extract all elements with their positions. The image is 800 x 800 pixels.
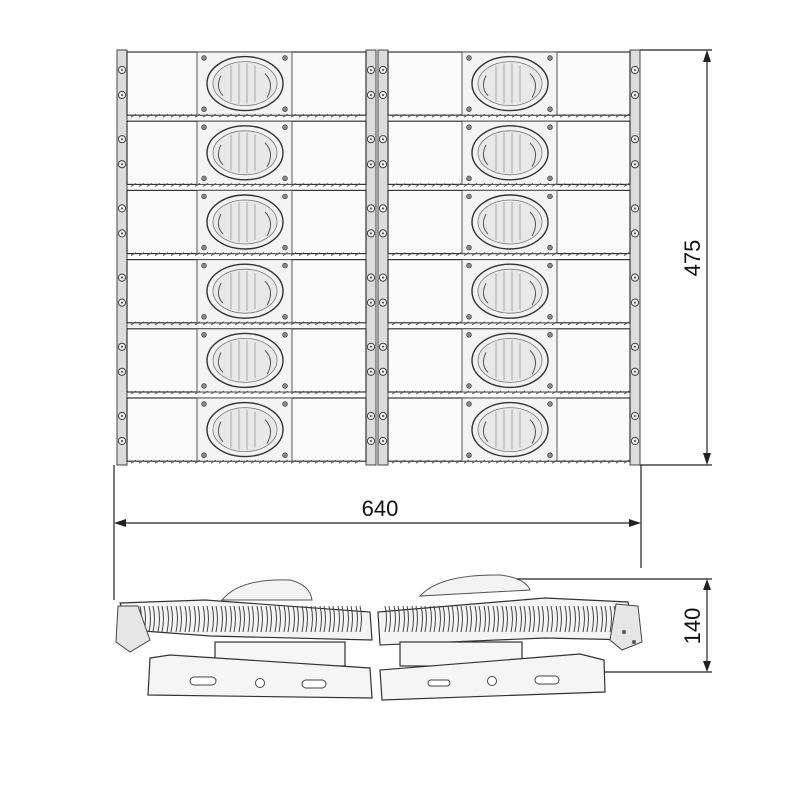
screw-icon [630, 342, 640, 351]
led-module [126, 51, 367, 118]
width-dimension: 640 [113, 465, 642, 600]
led-module [126, 259, 367, 326]
led-module [387, 397, 631, 464]
height-dimension: 475 [640, 49, 712, 466]
screw-icon [366, 436, 376, 446]
screw-icon [630, 273, 640, 282]
screw-icon [378, 65, 388, 75]
led-lens-icon [471, 125, 549, 181]
front-view [116, 49, 641, 466]
led-lens-icon [471, 194, 549, 250]
screw-icon [366, 229, 376, 238]
screw-icon [366, 411, 376, 421]
screw-icon [630, 367, 640, 376]
screw-icon [630, 90, 640, 100]
screw-icon [117, 90, 127, 100]
screw-icon [378, 367, 388, 376]
led-module [126, 397, 367, 464]
screw-icon [366, 342, 376, 351]
screw-icon [117, 342, 127, 351]
led-lens-icon [206, 332, 284, 389]
screw-icon [366, 135, 376, 144]
depth-dimension: 140 [517, 578, 712, 673]
screw-icon [117, 160, 127, 169]
screw-icon [630, 411, 640, 421]
screw-icon [366, 90, 376, 100]
screw-icon [378, 229, 388, 238]
screw-icon [630, 135, 640, 144]
led-lens-icon [206, 401, 284, 458]
led-module [387, 328, 631, 395]
screw-icon [117, 367, 127, 376]
screw-icon [378, 342, 388, 351]
led-module [387, 51, 631, 118]
led-module [387, 120, 631, 187]
led-lens-icon [471, 263, 549, 319]
led-lens-icon [471, 55, 549, 112]
left-module-column [116, 49, 377, 466]
screw-icon [117, 204, 127, 213]
led-module-rows [117, 51, 640, 464]
width-dimension-label: 640 [362, 496, 399, 521]
led-lens-icon [206, 125, 284, 181]
screw-icon [378, 411, 388, 421]
screw-icon [378, 436, 388, 446]
screw-icon [630, 436, 640, 446]
screw-icon [366, 204, 376, 213]
screw-icon [117, 65, 127, 75]
screw-icon [366, 273, 376, 282]
screw-icon [117, 436, 127, 446]
led-lens-icon [471, 401, 549, 458]
led-lens-icon [206, 55, 284, 112]
depth-dimension-label: 140 [680, 608, 705, 645]
led-module [126, 120, 367, 187]
screw-icon [378, 298, 388, 307]
screw-icon [366, 160, 376, 169]
led-lens-icon [206, 263, 284, 319]
screw-icon [378, 160, 388, 169]
screw-icon [630, 65, 640, 75]
side-view [115, 574, 643, 701]
screw-icon [117, 411, 127, 421]
led-module [387, 189, 631, 257]
screw-icon [378, 135, 388, 144]
screw-icon [117, 135, 127, 144]
screw-icon [366, 367, 376, 376]
screw-icon [378, 90, 388, 100]
screw-icon [117, 298, 127, 307]
screw-icon [378, 204, 388, 213]
led-module [126, 189, 367, 257]
screw-icon [630, 160, 640, 169]
height-dimension-label: 475 [680, 240, 705, 277]
led-lens-icon [206, 194, 284, 250]
screw-icon [630, 229, 640, 238]
led-module [126, 328, 367, 395]
screw-icon [366, 298, 376, 307]
screw-icon [630, 204, 640, 213]
right-module-column [377, 49, 641, 466]
screw-icon [117, 273, 127, 282]
screw-icon [366, 65, 376, 75]
screw-icon [630, 298, 640, 307]
led-module [387, 259, 631, 326]
led-lens-icon [471, 332, 549, 389]
screw-icon [378, 273, 388, 282]
screw-icon [117, 229, 127, 238]
